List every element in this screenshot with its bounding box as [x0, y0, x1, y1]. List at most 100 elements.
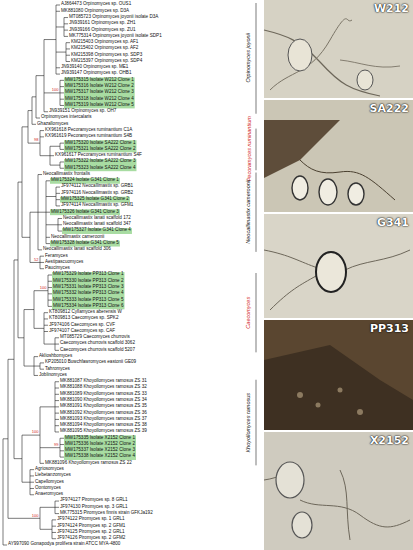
tree-branch: [55, 388, 59, 389]
taxon-label: Agriosomyces: [35, 467, 64, 472]
taxon-label: KT809812 Cyllamyces aberensis W: [49, 310, 122, 315]
tree-branch: [36, 75, 44, 76]
tree-branch: [22, 482, 30, 483]
bootstrap-value: 100: [40, 286, 47, 290]
tree-branch: [46, 237, 50, 238]
taxon-label: KM215398 Orpinomyces sp. SDP3: [71, 53, 142, 58]
taxon-label: MK881089 Khoyollomyces ramosus ZS 33: [60, 392, 147, 397]
tree-branch: [256, 3, 257, 114]
tree-branch: [38, 212, 46, 213]
tree-branch: [28, 110, 32, 111]
tree-branch: [40, 130, 44, 131]
isolate-highlight: [50, 241, 120, 247]
hypha: [270, 19, 352, 90]
taxon-label: Orpinomyces intercalaris: [41, 115, 92, 120]
tree-branch: [44, 92, 60, 93]
taxon-label: MK881087 Khoyollomyces ramosus ZS 31: [60, 379, 147, 384]
tree-branch: [34, 290, 48, 291]
tree-branch: [256, 380, 257, 466]
tree-branch: [22, 126, 28, 127]
isolate-highlight: [64, 435, 136, 460]
taxon-label: Paucimyces: [45, 266, 70, 271]
isolate-highlight: [52, 272, 124, 309]
tree-branch: [60, 143, 64, 144]
tree-branch: [48, 306, 52, 307]
tree-branch: [55, 344, 59, 345]
tree-branch: [30, 212, 38, 213]
taxon-label: JF974107 Caecomyces sp. CAF: [49, 329, 115, 334]
tree-branch: [22, 237, 30, 238]
clade-name: Caecomyces: [246, 297, 252, 329]
tree-branch: [50, 165, 60, 166]
tree-branch: [24, 310, 25, 367]
tree-branch: [56, 11, 60, 12]
clade-name: Pecoramyces ruminantium: [246, 117, 252, 182]
sporangium: [288, 39, 312, 71]
photo-ground: [264, 100, 413, 212]
taxon-label: Neocallimastix cameroonii: [51, 235, 104, 240]
taxon-label: JF974125 Piromyces sp. 2 GRL1: [57, 530, 125, 535]
tree-branch: [60, 149, 64, 150]
micrograph-panel: W212: [264, 0, 413, 98]
taxon-label: JN939166 Orpinomyces sp. ZU1: [69, 28, 136, 33]
sporangium: [357, 70, 373, 90]
sporangium: [297, 392, 303, 398]
tree-branch: [60, 99, 64, 100]
tree-branch: [52, 519, 56, 520]
tree-branch: [18, 182, 19, 338]
taxon-label: Neocallimastix frontalis: [43, 172, 90, 177]
taxon-label: MK881090 Khoyollomyces ramosus ZS 34: [60, 398, 147, 403]
taxon-label: MW175318 Isolate W212 Clone 4: [65, 97, 134, 102]
tree-branch: [60, 438, 64, 439]
tree-branch: [60, 444, 64, 445]
isolate-highlight: [62, 228, 132, 234]
taxon-label: MK775314 Orpinomyces joyonii isolate SDP…: [69, 34, 162, 39]
taxon-label: MW175329 Isolate PP313 Clone 1: [53, 272, 123, 277]
branch-layer: [3, 3, 256, 545]
taxon-label: MW175331 Isolate PP313 Clone 3: [53, 285, 123, 290]
taxon-label: MK881092 Khoyollomyces ramosus ZS 36: [60, 411, 147, 416]
sporangium: [348, 183, 364, 205]
taxon-label: MK881093 Khoyollomyces ramosus ZS 37: [60, 417, 147, 422]
taxon-label: JN939140 Orpinomyces sp. ME1: [61, 65, 128, 70]
hypha: [340, 60, 400, 67]
taxon-label: MW175319 Isolate W212 Clone 5: [65, 103, 134, 108]
tree-branch: [48, 293, 52, 294]
tree-branch: [44, 39, 56, 40]
isolate-highlight: [64, 140, 136, 152]
sporangium: [292, 512, 312, 538]
tree-branch: [55, 406, 59, 407]
tree-branch: [22, 435, 23, 482]
sporangium: [292, 176, 308, 200]
taxon-label: MW175320 Isolate SA222 Clone 1: [65, 141, 135, 146]
tree-branch: [8, 518, 40, 519]
taxon-label: Caecomyces churrovis scaffold 5207: [60, 348, 135, 353]
tree-branch: [8, 359, 14, 360]
tree-branch: [34, 291, 35, 329]
tree-branch: [60, 438, 61, 457]
tree-branch: [32, 124, 36, 125]
tree-branch: [55, 501, 59, 502]
tree-branch: [48, 300, 52, 301]
tree-branch: [58, 224, 62, 225]
tree-branch: [34, 356, 38, 357]
tree-branch: [38, 174, 42, 175]
taxon-label: JF974126 Piromyces sp. 2 GFM2: [57, 536, 125, 541]
tree-branch: [55, 507, 59, 508]
isolate-name: PP313: [264, 320, 413, 335]
tree-branch: [55, 413, 59, 414]
tree-branch: [66, 61, 70, 62]
taxon-label: Aestipascuomyces: [45, 260, 83, 265]
tree-branch: [44, 344, 55, 345]
tree-branch: [66, 48, 70, 49]
tree-branch: [40, 268, 44, 269]
tree-branch: [3, 438, 8, 439]
taxon-label: KM215403 Orpinomyces sp. AF1: [71, 40, 138, 45]
tree-branch: [55, 350, 59, 351]
taxon-label: Neocallimastix lanati scaffold 347: [63, 222, 131, 227]
tree-branch: [55, 337, 59, 338]
tree-branch: [40, 262, 44, 263]
taxon-label: Caecomyces churrovis scaffold 3062: [60, 341, 135, 346]
clade-name: Orpinomyces joyonii: [246, 33, 252, 83]
taxon-label: MW175326 Isolate G341 Clone 3: [51, 210, 119, 215]
